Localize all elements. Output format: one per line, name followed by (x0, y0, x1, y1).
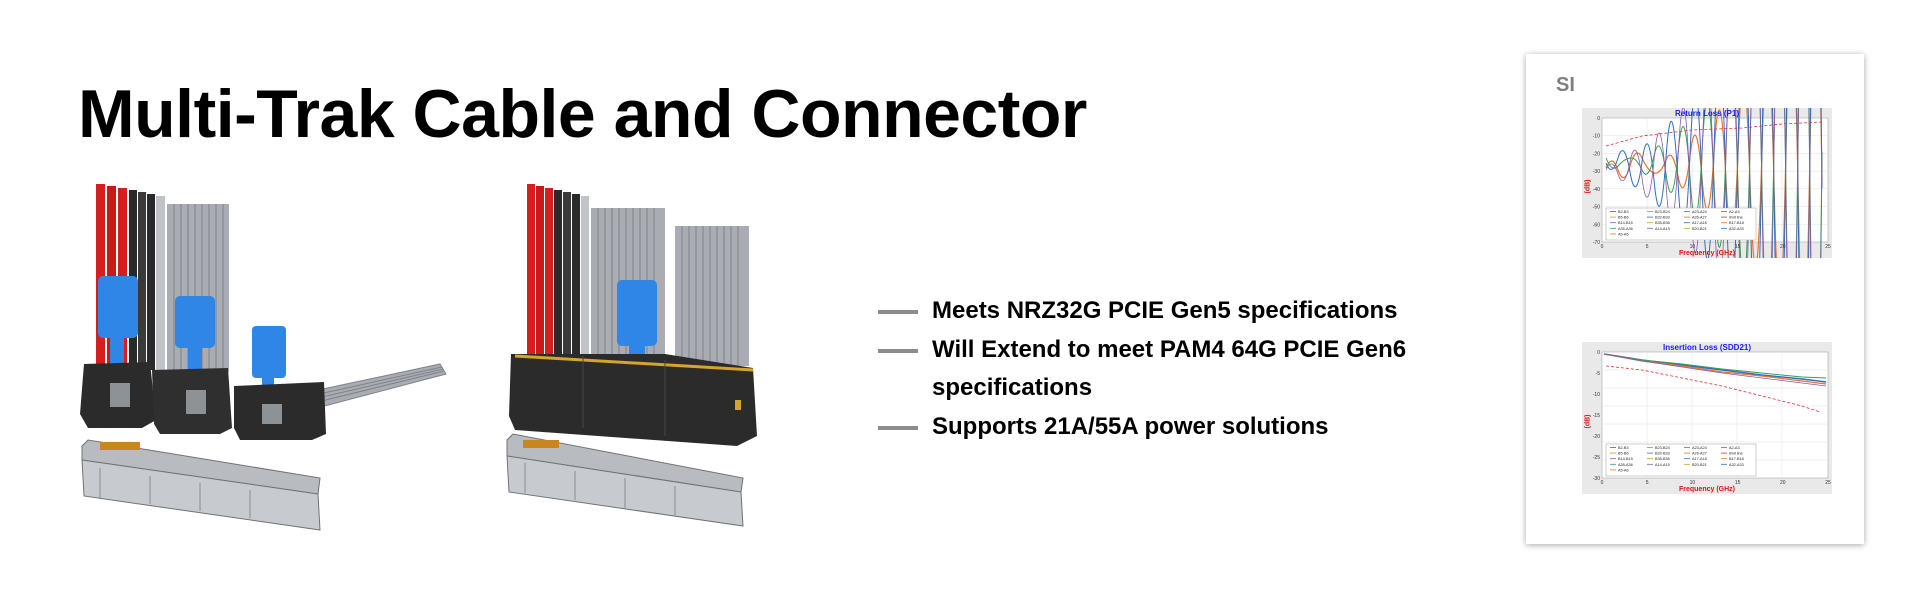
legend-label: B17-B18 (1729, 457, 1744, 461)
x-tick-label: 20 (1780, 480, 1786, 486)
y-tick-label: -5 (1596, 371, 1601, 377)
legend-label: B5-B6 (1618, 452, 1629, 456)
y-tick-label: -10 (1593, 392, 1600, 398)
y-tick-label: 0 (1597, 350, 1600, 356)
y-tick-label: -20 (1593, 434, 1600, 440)
legend-label: B35-B36 (1655, 457, 1670, 461)
insertion-loss-plot: Insertion Loss (SDD21) 0 -5 -10 -15 -20 -25 -3… (1582, 342, 1832, 494)
legend-label: A5-A6 (1618, 232, 1629, 236)
y-tick-label: -15 (1593, 413, 1600, 419)
bullet-item-gen6: Will Extend to meet PAM4 64G PCIE Gen6 (878, 331, 1498, 370)
legend-label: B14-B15 (1618, 457, 1633, 461)
legend-label: A26-A27 (1692, 216, 1707, 220)
y-tick-label: -25 (1593, 455, 1600, 461)
insertion-loss-xlabel: Frequency (GHz) (1678, 486, 1735, 493)
connector-assembly-three-cables-icon (80, 184, 447, 531)
bullet-dash-icon (878, 425, 918, 430)
connector-assembly-two-cables-image (505, 178, 795, 538)
bullet-text: Supports 21A/55A power solutions (932, 412, 1329, 440)
x-tick-label: 25 (1825, 480, 1831, 486)
legend-label: A32-A33 (1729, 227, 1744, 231)
legend-label: B35-B36 (1655, 221, 1670, 225)
insertion-loss-ylabel: (dB) (1584, 414, 1592, 429)
y-tick-label: -30 (1593, 476, 1600, 482)
bullet-dash-icon (878, 310, 918, 314)
x-tick-label: 0 (1601, 480, 1604, 486)
return-loss-ylabel: (dB) (1584, 179, 1592, 194)
legend-label: B23-B24 (1655, 446, 1670, 450)
si-label: SI (1556, 74, 1575, 96)
legend-label: limit line (1729, 452, 1743, 456)
legend-label: A14-A15 (1655, 227, 1670, 231)
bullet-list: Meets NRZ32G PCIE Gen5 specifications Wi… (878, 292, 1498, 446)
y-tick-label: -50 (1593, 205, 1600, 211)
legend-label: A23-A24 (1692, 210, 1707, 214)
slide-title: Multi-Trak Cable and Connector (78, 76, 1087, 152)
legend-label: A2-A3 (1729, 446, 1740, 450)
legend-label: A5-A6 (1618, 468, 1629, 472)
y-tick-label: 0 (1597, 116, 1600, 122)
legend-label: A17-A18 (1692, 221, 1707, 225)
legend-label: B23-B24 (1655, 210, 1670, 214)
y-tick-label: -30 (1593, 169, 1600, 175)
legend-label: A26-A27 (1692, 452, 1707, 456)
y-tick-label: -60 (1593, 222, 1600, 228)
si-panel: SI Return Loss (P1) 0-10-20-30-40-50-60-… (1526, 54, 1864, 544)
y-tick-label: -20 (1593, 151, 1600, 157)
x-tick-label: 25 (1825, 244, 1831, 250)
x-tick-label: 5 (1646, 480, 1649, 486)
x-tick-label: 5 (1646, 244, 1649, 250)
legend-label: A35-A36 (1618, 463, 1633, 467)
legend-label: A14-A15 (1655, 463, 1670, 467)
legend-label: B20-B21 (1692, 227, 1707, 231)
y-tick-label: -10 (1593, 134, 1600, 140)
connector-assembly-two-cables-icon (506, 184, 757, 527)
x-tick-label: 0 (1601, 244, 1604, 250)
x-tick-label: 10 (1690, 480, 1696, 486)
x-tick-label: 15 (1735, 244, 1741, 250)
connector-assembly-three-cables-image (80, 178, 460, 538)
legend-label: B32-B33 (1655, 216, 1670, 220)
y-tick-label: -40 (1593, 187, 1600, 193)
legend-label: B14-B15 (1618, 221, 1633, 225)
legend-label: B20-B21 (1692, 463, 1707, 467)
bullet-item-power: Supports 21A/55A power solutions (878, 408, 1498, 447)
bullet-item-gen5: Meets NRZ32G PCIE Gen5 specifications (878, 292, 1498, 331)
bullet-item-gen6-continuation: specifications (878, 369, 1498, 408)
legend-label: A17-A18 (1692, 457, 1707, 461)
legend-label: B5-B6 (1618, 216, 1629, 220)
legend-label: B2-B3 (1618, 446, 1629, 450)
legend-label: A35-A36 (1618, 227, 1633, 231)
legend-label: B32-B33 (1655, 452, 1670, 456)
legend-label: A32-A33 (1729, 463, 1744, 467)
return-loss-xlabel: Frequency (GHz) (1678, 250, 1735, 257)
legend-label: limit line (1729, 216, 1743, 220)
insertion-loss-title: Insertion Loss (SDD21) (1662, 343, 1751, 352)
x-tick-label: 20 (1780, 244, 1786, 250)
bullet-text: Meets NRZ32G PCIE Gen5 specifications (932, 297, 1398, 324)
bullet-text: Will Extend to meet PAM4 64G PCIE Gen6 (932, 335, 1407, 363)
bullet-dash-icon (878, 348, 918, 353)
bullet-text: specifications (932, 374, 1093, 401)
x-tick-label: 15 (1735, 480, 1741, 486)
legend-label: B17-B18 (1729, 221, 1744, 225)
y-tick-label: -70 (1593, 240, 1600, 246)
return-loss-title: Return Loss (P1) (1674, 109, 1739, 118)
legend-label: B2-B3 (1618, 210, 1629, 214)
legend-label: A2-A3 (1729, 210, 1740, 214)
legend-label: A23-A24 (1692, 446, 1707, 450)
x-tick-label: 10 (1690, 244, 1696, 250)
